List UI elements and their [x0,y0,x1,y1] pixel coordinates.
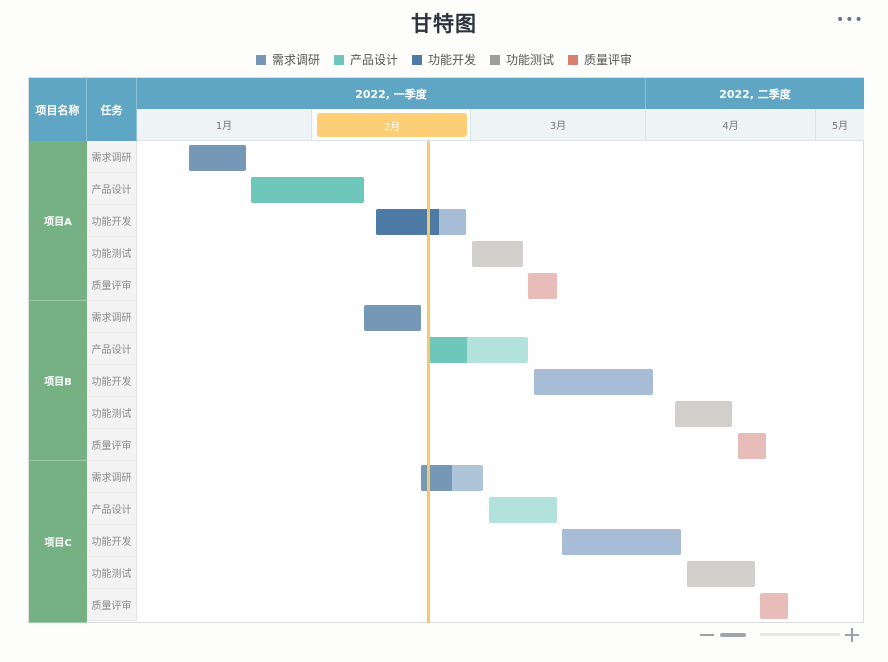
legend-label: 质量评审 [584,53,633,67]
legend-item-research[interactable]: 需求调研 [255,51,320,68]
task-c-develop: 功能开发 [87,525,137,557]
bar-c-review[interactable] [760,593,788,619]
month-mar: 3月 [471,109,646,141]
task-a-develop: 功能开发 [87,205,137,237]
bar-c-research[interactable] [421,465,483,491]
legend-item-review[interactable]: 质量评审 [568,51,632,68]
project-c: 项目C [29,461,87,623]
gantt-grid: 项目名称 任务 2022, 一季度 2022, 二季度 1月 2月 3月 4月 … [28,77,864,623]
legend-swatch [255,54,266,65]
bar-b-research[interactable] [364,305,421,331]
zoom-slider [700,626,865,644]
task-c-review: 质量评审 [87,589,137,621]
zoom-slider-track[interactable] [760,633,840,636]
legend-label: 功能测试 [506,53,555,67]
bar-a-research[interactable] [189,145,246,171]
bar-b-design[interactable] [427,337,528,363]
task-a-research: 需求调研 [87,141,137,173]
task-b-research: 需求调研 [87,301,137,333]
bar-a-design[interactable] [251,177,364,203]
header-task: 任务 [87,78,137,141]
bar-b-review[interactable] [738,433,766,459]
header-quarter-2: 2022, 二季度 [646,78,864,109]
month-apr: 4月 [646,109,816,141]
task-b-develop: 功能开发 [87,365,137,397]
header-project-name: 项目名称 [29,78,87,141]
zoom-slider-handle[interactable] [720,633,746,637]
legend-swatch [333,54,344,65]
legend-swatch [490,54,500,65]
plus-icon-vertical [851,628,853,642]
task-a-design: 产品设计 [87,173,137,205]
legend-swatch [411,54,422,65]
bar-c-design[interactable] [489,497,557,523]
bar-a-review[interactable] [528,273,557,299]
legend: 需求调研 产品设计 功能开发 功能测试 质量评审 [0,51,888,68]
legend-label: 需求调研 [271,53,320,67]
legend-label: 功能开发 [427,53,476,67]
task-b-design: 产品设计 [87,333,137,365]
bar-b-test[interactable] [675,401,732,427]
legend-item-test[interactable]: 功能测试 [490,51,554,68]
legend-item-design[interactable]: 产品设计 [333,51,398,68]
zoom-out-icon[interactable] [700,634,714,636]
task-a-test: 功能测试 [87,237,137,269]
legend-item-develop[interactable]: 功能开发 [411,51,476,68]
header-quarter-1: 2022, 一季度 [137,78,646,109]
legend-swatch [568,54,579,65]
bar-a-test[interactable] [472,241,523,267]
task-c-design: 产品设计 [87,493,137,525]
month-may: 5月 [816,109,864,141]
bar-b-develop[interactable] [534,369,653,395]
legend-label: 产品设计 [349,53,398,67]
task-a-review: 质量评审 [87,269,137,301]
bar-c-develop[interactable] [562,529,681,555]
task-c-research: 需求调研 [87,461,137,493]
month-feb-active[interactable]: 2月 [317,113,467,137]
more-options-icon[interactable]: ••• [836,12,864,28]
today-marker-line [427,141,430,623]
bar-a-develop[interactable] [376,209,466,235]
project-a: 项目A [29,141,87,301]
task-c-test: 功能测试 [87,557,137,589]
month-feb-cell [312,109,471,141]
month-jan: 1月 [137,109,312,141]
task-b-review: 质量评审 [87,429,137,461]
bar-c-test[interactable] [687,561,755,587]
task-b-test: 功能测试 [87,397,137,429]
chart-title: 甘特图 [411,12,477,36]
project-b: 项目B [29,301,87,461]
